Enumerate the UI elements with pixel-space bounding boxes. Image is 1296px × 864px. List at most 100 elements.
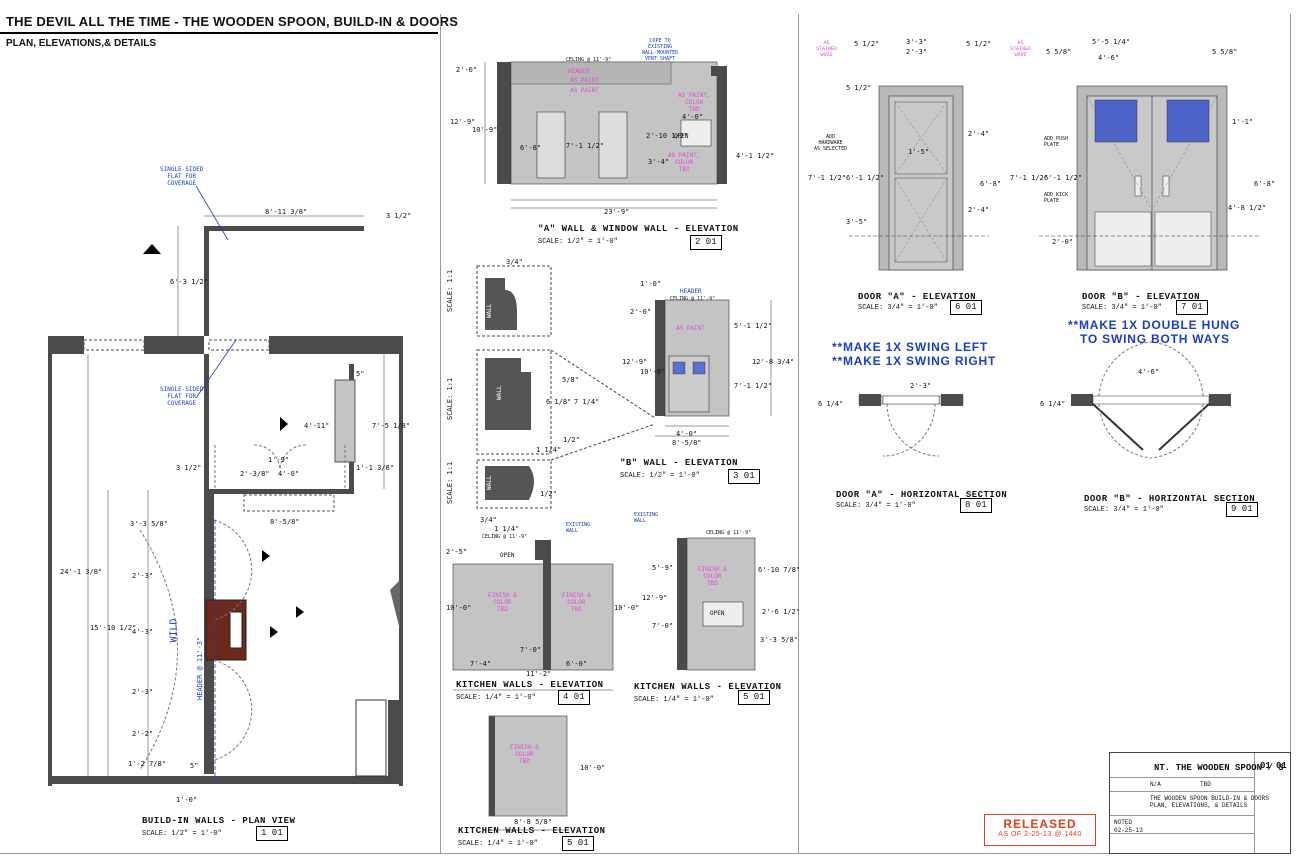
a-wall-paint-color-label: AS PAINT, COLOR TBD [678,92,711,113]
dim-db-46-label: 4'-6" [1098,54,1120,62]
dim-plan-12-label: 1'-2 7/8" [128,760,166,768]
plan-view-tag: 1 01 [256,826,288,841]
panel-divider-1 [440,14,441,854]
dim-b-51-label: 5'-1 1/2" [734,322,772,330]
title-block: NT. THE WOODEN SPOON / 3 N/A TBD THE WOO… [1109,752,1291,854]
dim-db-top-label: 5'-5 1/4" [1092,38,1130,46]
detail-profile-1 [485,278,517,330]
plan-door-b-jambs [214,445,346,490]
plan-wall-bottom [48,776,403,784]
detail-callout-line [550,349,656,419]
title-rule [0,32,438,34]
tb-date: 02-25-13 [1114,827,1143,834]
sec-a-wall-left [859,394,881,406]
detail-profile-3 [485,466,534,500]
dim-plan-41-label: 4'-11" [304,422,330,430]
detail-scale-1: SCALE: 1:1 [446,269,454,312]
kitchen3-left [489,716,495,816]
dim-a-20-label: 2'-0" [456,66,478,74]
dim-a-total-label: 23'-9" [604,208,630,216]
detail-box-3 [476,459,552,509]
dim-b-10-label: 1'-0" [640,280,662,288]
sheet-subtitle: PLAN, ELEVATIONS,& DETAILS [6,38,157,49]
plan-view-drawing [48,185,403,786]
dim-a-34-label: 3'-4" [648,158,670,166]
b-wall-left [655,300,665,416]
leader-flat-1 [195,185,229,241]
b-wall-scale: SCALE: 1/2" = 1'-0" [620,472,700,480]
detail-dim-714-label: 7 1/4" [574,398,600,406]
door-a-hardware-note: ADD HARDWARE AS SELECTED [814,134,848,152]
sec-b-leaf-right [1158,403,1210,451]
door-b-glass-left [1094,99,1138,143]
plan-wall-outer-right [399,336,403,786]
door-b-kick-note: ADD KICK PLATE [1044,192,1069,204]
plan-wall-outer-left [48,336,52,786]
k3-finish-label: FINISH & COLOR TBD [510,744,539,765]
detail-wall-2: WALL [496,385,503,400]
b-wall-door-glass-2 [692,361,706,375]
section-marker-1 [143,244,161,254]
detail-dim-618-label: 6 1/8" [546,398,572,406]
dim-plan-5a-label: 5" [356,370,365,378]
kitchen3-panel [488,715,568,817]
note-swing-b-1: **MAKE 1X DOUBLE HUNG [1068,318,1241,332]
plan-wall-inner-horiz [204,489,354,494]
a-wall-paint-color-label-2: AS PAINT, COLOR TBD [668,152,701,173]
dim-b-109-label: 10'-9" [640,368,666,376]
plan-door-swing-a2 [213,659,253,761]
plan-flat-2 [208,339,270,351]
sec-b-leaf-left [1092,403,1144,451]
dim-k2-59-label: 5'-9" [652,564,674,572]
tb-sheet-no: 01 [1260,761,1271,771]
plan-header-label: HEADER @ 11'-3" [196,636,204,700]
detail-callout-line-2 [550,423,656,461]
dim-da-51b-label: 5 1/2" [966,40,992,48]
dim-a-68-label: 6'-8" [520,144,542,152]
door-b-push-note: ADD PUSH PLATE [1044,136,1069,148]
b-wall-tag: 3 01 [728,469,760,484]
sec-a-tag: 8 01 [960,498,992,513]
a-wall-door-1 [536,111,566,179]
sec-b-opening [1092,395,1210,405]
sec-b-wall-right [1209,394,1231,406]
plan-cabinet [355,699,387,777]
dim-b-71-label: 7'-1 1/2" [734,382,772,390]
k2-tag: 5 01 [738,690,770,705]
k2-open-label: OPEN [710,610,725,617]
door-a-scale: SCALE: 3/4" = 1'-0" [858,304,938,312]
k1-existing-wall: EXISTING WALL [566,522,591,534]
dim-k3-10-label: 10'-0" [580,764,606,772]
k2-finish-label: FINISH & COLOR TBD [698,566,727,587]
plan-door-swing-b [253,444,307,471]
a-wall-right-return [717,66,727,184]
plan-wall-inner-vert [204,354,209,494]
tb-sheet-of: 01 [1276,761,1287,771]
plan-wall-top [204,226,364,231]
a-wall-open-label: OPEN [674,133,689,140]
dim-da-51a-label: 5 1/2" [854,40,880,48]
dim-a-109-label: 10'-9" [472,126,498,134]
leader-flat-2 [195,339,237,399]
tb-set: TBD [1200,781,1211,788]
door-b-kick-right [1154,211,1212,267]
section-marker-4 [270,626,278,638]
dim-a-129-label: 12'-9" [450,118,476,126]
plan-stair-hint [390,580,400,630]
door-b-hinge-lines [1086,95,1218,211]
note-swing-b-2: TO SWING BOTH WAYS [1080,332,1230,346]
plan-fireplace-opening [229,611,243,649]
b-wall-header-label: HEADER [680,288,702,295]
dim-plan-23a-label: 2'-3" [132,572,154,580]
dim-da-24b-label: 2'-4" [968,206,990,214]
dim-b-20-label: 2'-0" [630,308,652,316]
door-b-scale: SCALE: 3/4" = 1'-0" [1082,304,1162,312]
dim-da-51c-label: 5 1/2" [846,84,872,92]
dim-a-40-label: 4'-0" [682,113,704,121]
sec-b-swing [1098,341,1204,459]
section-marker-5 [280,417,288,431]
door-b-push-left [1134,175,1142,197]
dim-plan-31-label: 3 1/2" [176,464,202,472]
dim-plan-113-label: 1'-1 3/8" [356,464,394,472]
section-marker-2 [262,550,270,562]
